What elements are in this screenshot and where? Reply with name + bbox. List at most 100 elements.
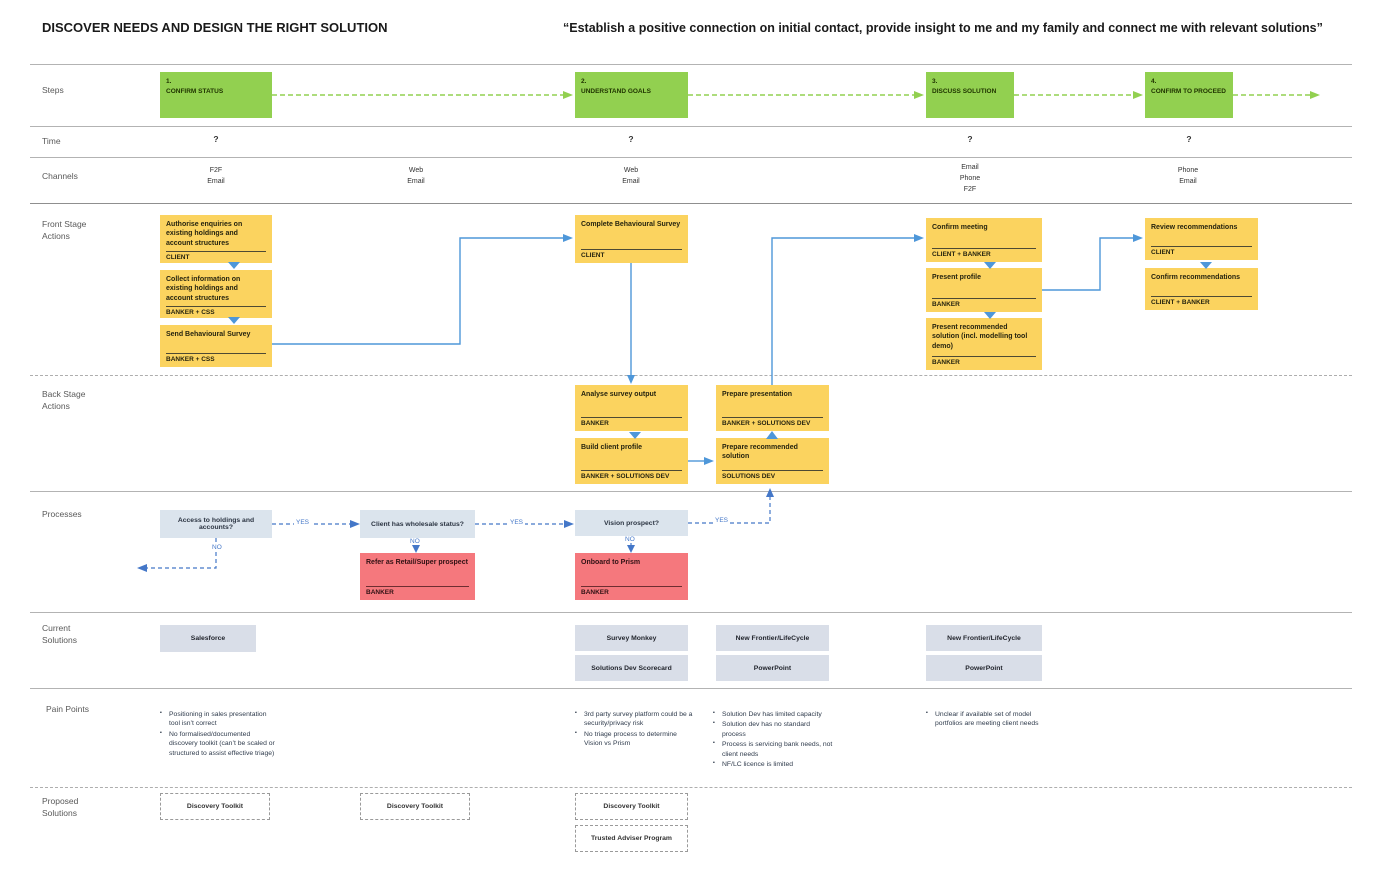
action-text: Review recommendations	[1151, 224, 1238, 231]
time-unknown-2: ?	[628, 134, 634, 144]
proposed-box-discovery-toolkit-3: Discovery Toolkit	[575, 793, 688, 820]
role-text: SOLUTIONS DEV	[722, 470, 823, 480]
decision-box-access-holdings: Access to holdings and accounts?	[160, 510, 272, 538]
pain-point-item: Positioning in sales presentation tool i…	[160, 710, 278, 729]
action-text: Refer as Retail/Super prospect	[366, 559, 468, 566]
action-box-collect-information: Collect information on existing holdings…	[160, 270, 272, 318]
action-box-complete-survey: Complete Behavioural Survey CLIENT	[575, 215, 688, 263]
solution-box-survey-monkey: Survey Monkey	[575, 625, 688, 651]
pain-points-list-1: Positioning in sales presentation tool i…	[160, 710, 278, 759]
row-divider	[30, 491, 1352, 492]
role-text: CLIENT + BANKER	[932, 248, 1036, 258]
role-text: CLIENT	[1151, 246, 1252, 256]
action-box-present-solution: Present recommended solution (incl. mode…	[926, 318, 1042, 370]
pain-point-item: No triage process to determine Vision vs…	[575, 730, 695, 749]
step-number: 3.	[932, 78, 938, 85]
row-divider	[30, 64, 1352, 65]
action-box-confirm-recommendations: Confirm recommendations CLIENT + BANKER	[1145, 268, 1258, 310]
action-box-prepare-presentation: Prepare presentation BANKER + SOLUTIONS …	[716, 385, 829, 431]
flow-label-yes: YES	[713, 517, 731, 524]
action-text: Confirm meeting	[932, 224, 988, 231]
row-label-time: Time	[42, 136, 61, 146]
row-label-front-stage: Front Stage Actions	[42, 219, 87, 242]
action-box-analyse-survey: Analyse survey output BANKER	[575, 385, 688, 431]
action-text: Authorise enquiries on existing holdings…	[166, 221, 243, 247]
flow-label-no: NO	[210, 544, 224, 551]
time-unknown-4: ?	[1186, 134, 1192, 144]
pain-points-list-3: Solution Dev has limited capacitySolutio…	[713, 710, 835, 770]
step-number: 4.	[1151, 78, 1157, 85]
step-box-3: 3. DISCUSS SOLUTION	[926, 72, 1014, 118]
row-label-back-stage: Back Stage Actions	[42, 389, 86, 412]
step-label: CONFIRM TO PROCEED	[1151, 88, 1226, 96]
action-box-confirm-meeting: Confirm meeting CLIENT + BANKER	[926, 218, 1042, 262]
decision-box-vision-prospect: Vision prospect?	[575, 510, 688, 536]
row-divider	[30, 126, 1352, 127]
pain-point-item: No formalised/documented discovery toolk…	[160, 730, 278, 758]
flow-label-yes: YES	[508, 519, 526, 526]
step-box-1: 1. CONFIRM STATUS	[160, 72, 272, 118]
pain-points-list-4: Unclear if available set of model portfo…	[926, 710, 1048, 730]
row-label-current-solutions: Current Solutions	[42, 623, 77, 646]
step-number: 2.	[581, 78, 587, 85]
action-box-prepare-solution: Prepare recommended solution SOLUTIONS D…	[716, 438, 829, 484]
action-text: Collect information on existing holdings…	[166, 276, 241, 302]
channel-group-3: Web Email	[622, 167, 640, 186]
action-box-present-profile: Present profile BANKER	[926, 268, 1042, 312]
step-label: UNDERSTAND GOALS	[581, 88, 651, 96]
time-unknown-3: ?	[967, 134, 973, 144]
risk-box-refer-retail-super: Refer as Retail/Super prospect BANKER	[360, 553, 475, 600]
pain-point-item: Unclear if available set of model portfo…	[926, 710, 1048, 729]
pain-point-item: 3rd party survey platform could be a sec…	[575, 710, 695, 729]
action-text: Build client profile	[581, 444, 643, 451]
row-divider	[30, 203, 1352, 204]
channel-group-1: F2F Email	[207, 167, 225, 186]
proposed-box-trusted-adviser-program: Trusted Adviser Program	[575, 825, 688, 852]
role-text: BANKER + SOLUTIONS DEV	[581, 470, 682, 480]
channel-group-4: Email Phone F2F	[959, 164, 981, 194]
pain-point-item: NF/LC licence is limited	[713, 760, 835, 769]
solution-box-new-frontier-lifecycle: New Frontier/LifeCycle	[926, 625, 1042, 651]
action-text: Complete Behavioural Survey	[581, 221, 681, 228]
row-label-proposed-solutions: Proposed Solutions	[42, 796, 79, 819]
role-text: BANKER + CSS	[166, 353, 266, 363]
pain-point-item: Process is servicing bank needs, not cli…	[713, 740, 835, 759]
action-text: Prepare recommended solution	[722, 444, 798, 461]
row-divider	[30, 688, 1352, 689]
page-title: DISCOVER NEEDS AND DESIGN THE RIGHT SOLU…	[42, 20, 388, 35]
step-label: DISCUSS SOLUTION	[932, 88, 997, 96]
row-label-steps: Steps	[42, 85, 64, 95]
time-unknown-1: ?	[213, 134, 219, 144]
row-divider	[30, 612, 1352, 613]
action-text: Analyse survey output	[581, 391, 657, 398]
row-divider	[30, 157, 1352, 158]
solution-box-salesforce: Salesforce	[160, 625, 256, 652]
action-box-review-recommendations: Review recommendations CLIENT	[1145, 218, 1258, 260]
action-text: Onboard to Prism	[581, 559, 641, 566]
step-label: CONFIRM STATUS	[166, 88, 224, 96]
solution-box-solutions-dev-scorecard: Solutions Dev Scorecard	[575, 655, 688, 681]
action-text: Confirm recommendations	[1151, 274, 1241, 281]
solution-box-powerpoint: PowerPoint	[716, 655, 829, 681]
role-text: BANKER	[932, 298, 1036, 308]
pain-point-item: Solution dev has no standard process	[713, 720, 835, 739]
action-text: Send Behavioural Survey	[166, 331, 251, 338]
action-text: Prepare presentation	[722, 391, 793, 398]
step-number: 1.	[166, 78, 172, 85]
risk-box-onboard-prism: Onboard to Prism BANKER	[575, 553, 688, 600]
pain-point-item: Solution Dev has limited capacity	[713, 710, 835, 719]
channel-group-5: Phone Email	[1177, 167, 1199, 186]
flow-label-no: NO	[623, 536, 637, 543]
row-divider-dashed	[30, 787, 1352, 788]
action-text: Present profile	[932, 274, 982, 281]
channel-group-2: Web Email	[407, 167, 425, 186]
solution-box-powerpoint: PowerPoint	[926, 655, 1042, 681]
solution-box-new-frontier-lifecycle: New Frontier/LifeCycle	[716, 625, 829, 651]
decision-box-wholesale-status: Client has wholesale status?	[360, 510, 475, 538]
role-text: BANKER + CSS	[166, 306, 266, 316]
role-text: BANKER	[581, 417, 682, 427]
row-label-pain-points: Pain Points	[46, 704, 89, 714]
proposed-box-discovery-toolkit-1: Discovery Toolkit	[160, 793, 270, 820]
role-text: CLIENT	[581, 249, 682, 259]
